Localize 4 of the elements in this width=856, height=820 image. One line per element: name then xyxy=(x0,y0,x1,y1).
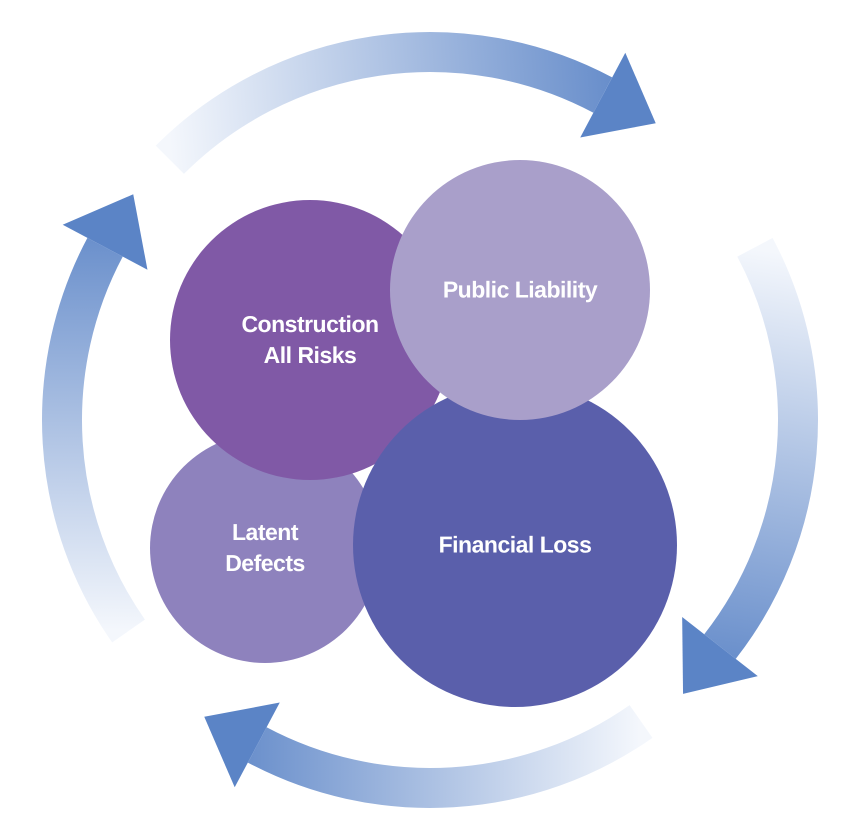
node-label: Latent Defects xyxy=(202,516,328,580)
node-label: Public Liability xyxy=(442,274,598,306)
node-label: Construction All Risks xyxy=(226,308,394,372)
node-label: Financial Loss xyxy=(438,529,592,561)
